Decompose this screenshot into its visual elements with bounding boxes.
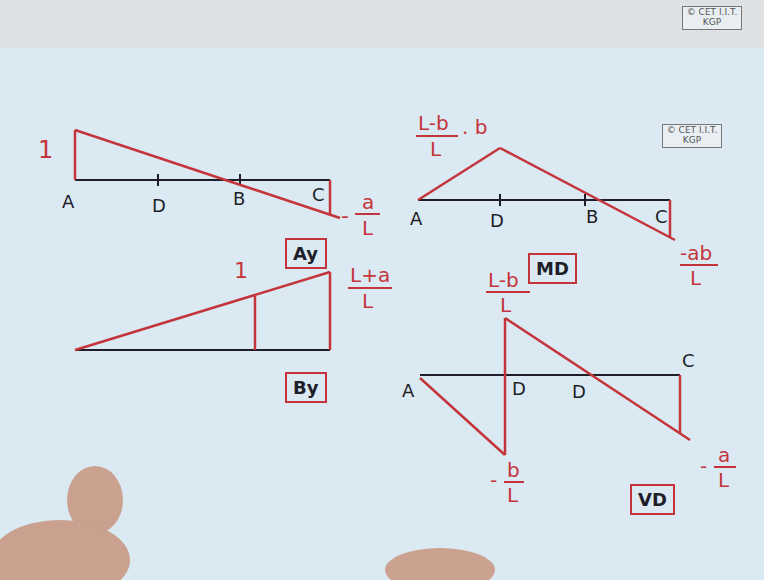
watermark: © CET I.I.T. KGP: [682, 6, 742, 30]
whiteboard-label: b: [507, 460, 520, 480]
whiteboard-label: a: [362, 192, 374, 212]
whiteboard-label: -ab: [680, 243, 712, 263]
whiteboard-label: B: [586, 208, 598, 226]
watermark: © CET I.I.T. KGP: [662, 124, 722, 148]
whiteboard-label: L: [362, 291, 373, 311]
whiteboard-label: L: [500, 295, 511, 315]
box-label: VD: [638, 489, 667, 510]
box-label: By: [293, 377, 318, 398]
whiteboard-label: -: [341, 205, 349, 227]
whiteboard-label: L: [430, 139, 441, 159]
label-box: MD: [528, 253, 577, 284]
whiteboard-label: D: [572, 383, 586, 401]
baselines: [75, 174, 680, 375]
label-box: Ay: [285, 238, 327, 269]
whiteboard-label: L: [690, 268, 701, 288]
label-box: By: [285, 372, 327, 403]
fraction-bars: [348, 136, 736, 482]
whiteboard-label: D: [512, 380, 526, 398]
whiteboard-label: -: [490, 470, 497, 490]
whiteboard-label: C: [312, 186, 325, 204]
whiteboard-label: L: [718, 470, 729, 490]
whiteboard-label: A: [62, 193, 74, 211]
whiteboard-label: A: [410, 210, 422, 228]
whiteboard-label: L-b: [488, 270, 519, 290]
whiteboard-label: C: [682, 352, 695, 370]
whiteboard-label: A: [402, 382, 414, 400]
whiteboard-label: D: [152, 197, 166, 215]
whiteboard-label: 1: [234, 260, 248, 282]
whiteboard-label: L+a: [350, 265, 390, 285]
box-label: Ay: [293, 243, 318, 264]
whiteboard-label: . b: [462, 117, 487, 137]
whiteboard-label: -: [700, 456, 707, 476]
whiteboard-label: C: [655, 208, 668, 226]
influence-curves: [75, 130, 690, 455]
whiteboard-label: B: [233, 190, 245, 208]
whiteboard-label: D: [490, 212, 504, 230]
whiteboard-label: 1: [38, 138, 53, 162]
whiteboard-label: L-b: [418, 113, 449, 133]
hand: [0, 466, 495, 580]
whiteboard-label: L: [362, 218, 373, 238]
box-label: MD: [536, 258, 569, 279]
whiteboard-label: a: [718, 445, 730, 465]
whiteboard-label: L: [507, 485, 518, 505]
label-box: VD: [630, 484, 675, 515]
top-strip: [0, 0, 764, 48]
